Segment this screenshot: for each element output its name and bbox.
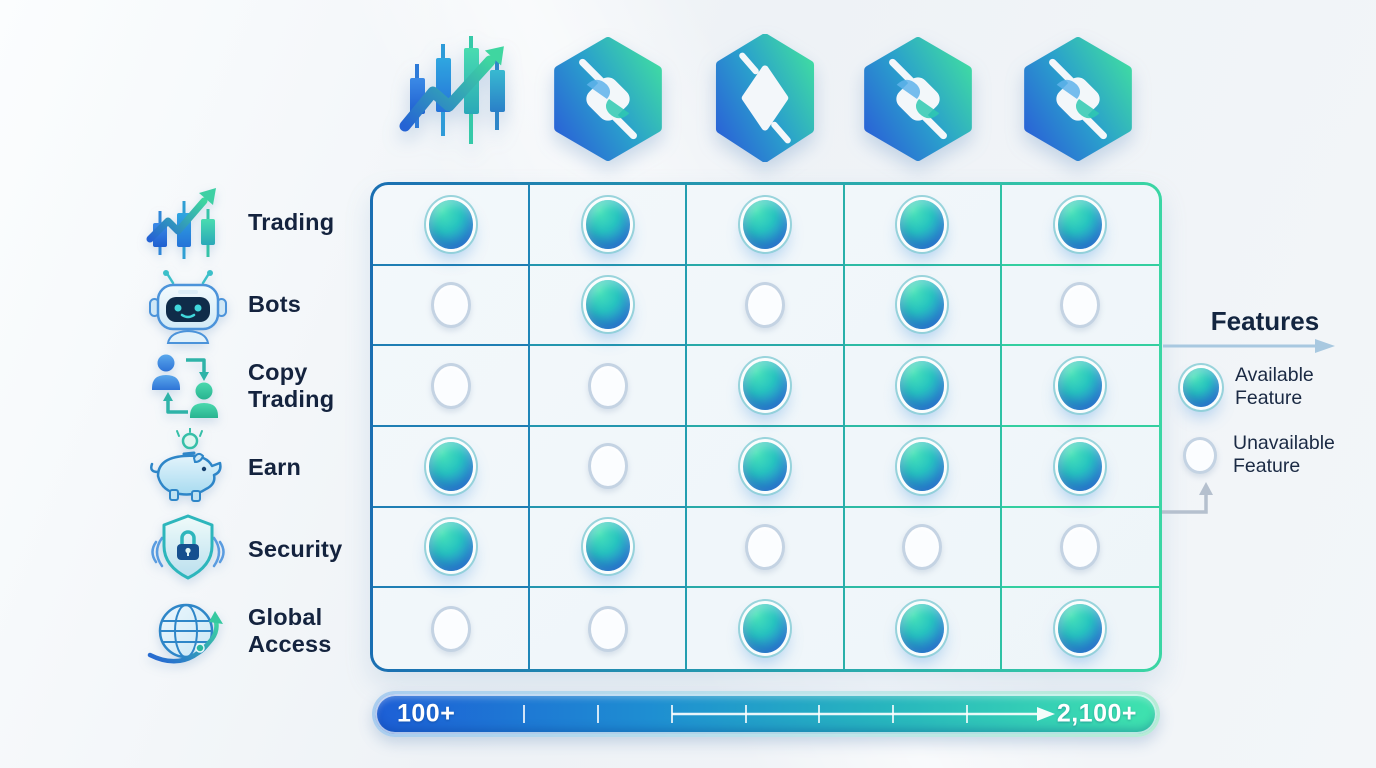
unavailable-feature-dot xyxy=(1183,436,1217,474)
available-feature-dot xyxy=(1058,604,1103,654)
available-feature-dot xyxy=(742,441,787,491)
matrix-cell xyxy=(373,426,531,508)
matrix-cell xyxy=(844,346,1002,427)
matrix-cell xyxy=(530,265,688,347)
matrix-cell xyxy=(530,185,688,266)
feature-row-global-access: Global Access xyxy=(142,590,374,671)
unavailable-feature-dot xyxy=(1060,523,1101,570)
feature-label: Bots xyxy=(248,291,302,318)
matrix-cell xyxy=(844,507,1002,589)
feature-row-trading: Trading xyxy=(142,182,374,263)
available-feature-dot xyxy=(742,199,787,249)
legend-item-available: Available Feature xyxy=(1183,364,1349,410)
piggy-bank-icon xyxy=(142,427,234,508)
matrix-cell xyxy=(687,265,845,347)
legend-title: Features xyxy=(1210,306,1320,336)
matrix-cell xyxy=(373,588,531,669)
shield-lock-icon xyxy=(142,510,234,590)
globe-orbit-icon xyxy=(142,591,234,671)
available-feature-dot xyxy=(900,441,945,491)
features-arrow-icon xyxy=(1163,339,1335,353)
available-feature-dot xyxy=(900,280,945,330)
available-feature-dot xyxy=(1058,199,1103,249)
unavailable-feature-dot xyxy=(902,523,943,570)
candlestick-chart-icon xyxy=(142,183,234,263)
matrix-grid xyxy=(373,185,1159,669)
hex-link-logo-c xyxy=(1022,36,1134,167)
scale-start-label: 100+ xyxy=(397,699,456,728)
available-feature-dot xyxy=(1183,367,1219,407)
hex-link-logo-b xyxy=(862,36,974,167)
matrix-cell xyxy=(1001,185,1159,266)
range-scale-bar: 100+ 2,100+ xyxy=(372,691,1160,737)
available-feature-dot xyxy=(428,199,473,249)
matrix-cell xyxy=(373,265,531,347)
feature-label: Earn xyxy=(248,454,302,481)
legend-label: Available Feature xyxy=(1235,364,1314,409)
matrix-cell xyxy=(373,346,531,427)
matrix-cell xyxy=(530,346,688,427)
unavailable-feature-dot xyxy=(587,362,628,409)
matrix-cell xyxy=(845,588,1002,669)
unavailable-feature-dot xyxy=(430,605,471,652)
hex-link-logo-a xyxy=(552,36,664,167)
available-feature-dot xyxy=(428,441,473,491)
feature-row-earn: Earn xyxy=(142,427,374,508)
scale-end-label: 2,100+ xyxy=(1056,699,1137,728)
matrix-cell xyxy=(687,185,845,266)
hex-diamond-logo xyxy=(708,33,822,167)
robot-icon xyxy=(142,265,234,345)
available-feature-dot xyxy=(742,361,787,411)
matrix-cell xyxy=(844,265,1002,347)
feature-label: Copy Trading xyxy=(248,359,335,412)
available-feature-dot xyxy=(1058,441,1103,491)
available-feature-dot xyxy=(585,199,630,249)
unavailable-feature-dot xyxy=(587,605,628,652)
available-feature-dot xyxy=(585,280,630,330)
unavailable-feature-dot xyxy=(587,443,628,490)
matrix-cell xyxy=(687,507,845,589)
matrix-cell xyxy=(1002,588,1159,669)
unavailable-feature-dot xyxy=(430,362,471,409)
available-feature-dot xyxy=(742,604,787,654)
matrix-grid-border xyxy=(370,182,1162,672)
matrix-cell xyxy=(844,185,1002,266)
legend-item-unavailable: Unavailable Feature xyxy=(1183,432,1347,478)
matrix-cell xyxy=(373,185,531,266)
range-scale-bar-track: 100+ 2,100+ xyxy=(375,694,1157,734)
matrix-cell xyxy=(1001,266,1159,347)
unavailable-feature-dot xyxy=(744,523,785,570)
feature-row-copy-trading: Copy Trading xyxy=(142,345,374,426)
scale-ticks-arrow-icon xyxy=(523,705,1055,723)
elbow-arrow-icon xyxy=(1162,482,1213,514)
matrix-cell xyxy=(373,507,531,589)
feature-label: Security xyxy=(248,536,343,563)
legend-label: Unavailable Feature xyxy=(1233,432,1335,477)
matrix-cell xyxy=(687,426,845,508)
matrix-cell xyxy=(687,346,845,427)
feature-label: Global Access xyxy=(248,604,332,657)
feature-row-security: Security xyxy=(142,509,374,590)
available-feature-dot xyxy=(1058,361,1103,411)
available-feature-dot xyxy=(900,361,945,411)
unavailable-feature-dot xyxy=(744,281,785,328)
copy-trading-people-icon xyxy=(142,346,234,426)
matrix-cell xyxy=(530,588,688,669)
matrix-cell xyxy=(1001,427,1159,508)
feature-label: Trading xyxy=(248,209,335,236)
available-feature-dot xyxy=(585,522,630,572)
matrix-cell xyxy=(1001,508,1159,589)
matrix-cell xyxy=(530,507,688,589)
feature-row-bots: Bots xyxy=(142,264,374,345)
unavailable-feature-dot xyxy=(1060,281,1101,328)
available-feature-dot xyxy=(900,604,945,654)
matrix-cell xyxy=(1001,346,1159,427)
available-feature-dot xyxy=(428,522,473,572)
candlestick-growth-logo xyxy=(395,28,515,165)
available-feature-dot xyxy=(900,199,945,249)
matrix-cell xyxy=(687,588,845,669)
unavailable-feature-dot xyxy=(430,281,471,328)
matrix-cell xyxy=(844,426,1002,508)
matrix-cell xyxy=(530,426,688,508)
